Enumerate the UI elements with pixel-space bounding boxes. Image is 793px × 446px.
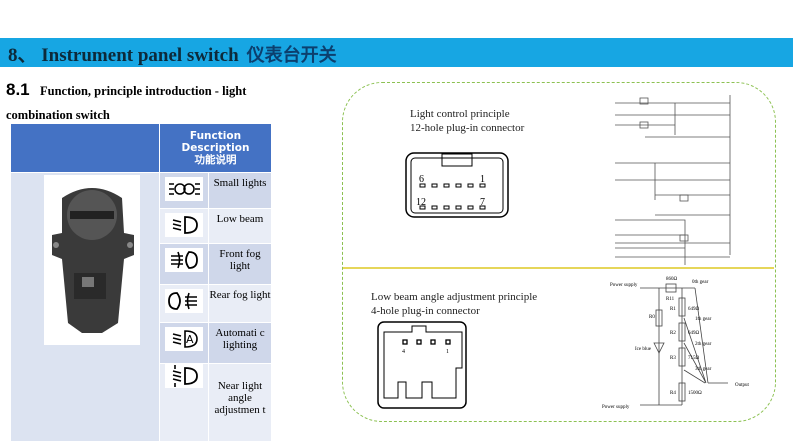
table-row-icon-cell <box>159 207 209 245</box>
header-col1 <box>10 123 160 173</box>
table-row-label: Automati c lighting <box>208 322 272 364</box>
svg-text:1500Ω: 1500Ω <box>688 391 702 396</box>
svg-text:715Ω: 715Ω <box>688 356 700 361</box>
svg-text:R0: R0 <box>649 315 655 320</box>
automatic-lighting-icon: A <box>165 327 203 352</box>
svg-text:Output: Output <box>735 383 750 388</box>
table-row-label: Near light angle adjustmen t <box>208 362 272 443</box>
principle-panel <box>342 82 776 422</box>
pin-label: 12 <box>416 197 426 208</box>
switch-photo-cell <box>10 172 160 442</box>
low-beam-icon <box>165 212 203 237</box>
table-row-icon-cell <box>159 243 209 285</box>
pin-label: 4 <box>402 349 405 355</box>
small-lights-icon <box>165 177 203 201</box>
4-hole-connector-diagram: 4 1 <box>377 321 467 409</box>
svg-text:R11: R11 <box>666 297 675 302</box>
svg-text:A: A <box>186 333 194 346</box>
section-title: Function, principle introduction - light <box>40 84 247 98</box>
title-en: 8、 Instrument panel switch <box>8 45 239 66</box>
svg-text:649Ω: 649Ω <box>688 307 700 312</box>
svg-text:R1: R1 <box>670 307 676 312</box>
table-row-icon-cell <box>159 283 209 324</box>
pin-label: 7 <box>480 197 485 208</box>
table-row-label: Rear fog light <box>208 283 272 324</box>
svg-text:Power supply: Power supply <box>602 405 630 410</box>
rear-fog-light-icon <box>165 288 203 313</box>
section-title-cont: combination switch <box>6 108 110 122</box>
svg-text:2th gear: 2th gear <box>695 342 712 347</box>
svg-text:860Ω: 860Ω <box>666 277 678 282</box>
pin-label: 1 <box>446 349 449 355</box>
near-light-angle-adjustment-icon <box>165 363 203 388</box>
front-fog-light-icon <box>165 248 203 273</box>
table-row-label: Front fog light <box>208 243 272 285</box>
section-header-band <box>0 38 793 67</box>
table-row-icon-cell <box>159 172 209 209</box>
light-switch-photo <box>44 175 140 345</box>
table-row-label: Small lights <box>208 172 272 209</box>
panel-divider <box>343 267 774 269</box>
section-number: 8.1 <box>6 80 30 99</box>
light-control-circuit-diagram <box>615 95 731 265</box>
table-row-icon-cell <box>159 362 209 443</box>
pin-label: 6 <box>419 174 424 185</box>
svg-text:Ice blue: Ice blue <box>635 347 652 352</box>
table-row-label: Low beam <box>208 207 272 245</box>
12-hole-connector-diagram: 6 1 12 7 <box>405 152 509 218</box>
table-row-icon-cell: A <box>159 322 209 364</box>
svg-text:3th gear: 3th gear <box>695 367 712 372</box>
svg-text:R2: R2 <box>670 331 676 336</box>
svg-text:R3: R3 <box>670 356 676 361</box>
svg-text:649Ω: 649Ω <box>688 331 700 336</box>
svg-text:1th gear: 1th gear <box>695 317 712 322</box>
page-title: 8、 Instrument panel switch 仪表台开关 <box>8 40 337 67</box>
pin-label: 1 <box>480 174 485 185</box>
title-zh: 仪表台开关 <box>246 45 337 66</box>
svg-text:Power supply: Power supply <box>610 283 638 288</box>
svg-text:R4: R4 <box>670 391 676 396</box>
svg-text:0th gear: 0th gear <box>692 280 709 285</box>
